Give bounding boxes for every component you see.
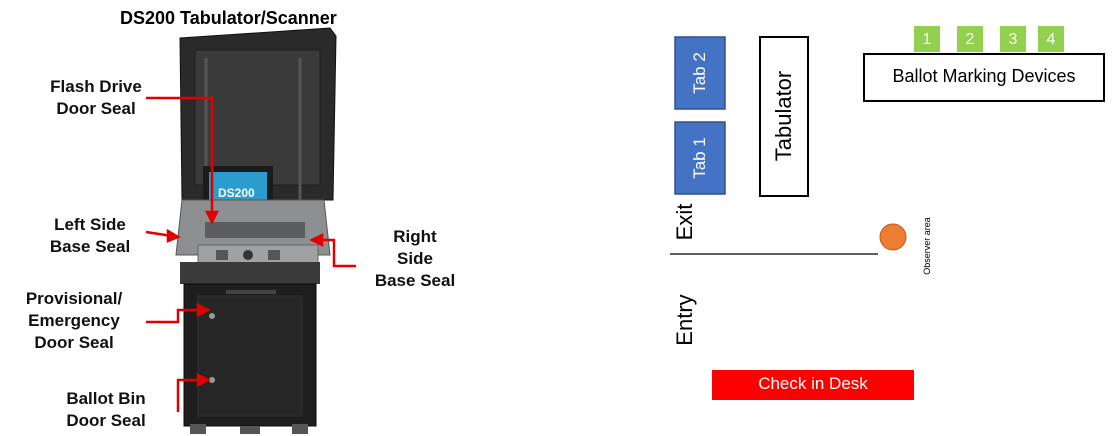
flash-drive-seal-label: Flash Drive Door Seal	[36, 76, 156, 120]
tabulator-box	[759, 36, 809, 197]
flash-line-2: Door Seal	[56, 99, 136, 118]
prov-line-3: Door Seal	[34, 333, 114, 352]
device-number-4: 4	[1038, 26, 1064, 52]
tabulator-label: Tabulator	[771, 70, 796, 162]
ds200-illustration	[145, 27, 356, 434]
left-side-seal-label: Left Side Base Seal	[30, 214, 150, 258]
right-line-3: Base Seal	[374, 271, 456, 290]
provisional-seal-arrow	[146, 302, 211, 324]
prov-line-2: Emergency	[28, 311, 120, 330]
tab-2-box	[674, 36, 726, 110]
provisional-seal-label: Provisional/ Emergency Door Seal	[4, 288, 144, 354]
left-line-1: Left Side	[54, 215, 126, 234]
ds200-title: DS200 Tabulator/Scanner	[120, 8, 337, 28]
ballot-devices-box	[863, 53, 1105, 102]
left-line-2: Base Seal	[49, 237, 131, 256]
bin-line-2: Door Seal	[66, 411, 146, 430]
right-line-1: Right	[393, 227, 437, 246]
left-side-seal-arrow	[145, 228, 181, 243]
observer-marker	[879, 223, 907, 251]
check-in-desk-label: Check in Desk	[758, 374, 868, 393]
flash-drive-seal-arrow	[146, 96, 220, 225]
bin-line-1: Ballot Bin	[66, 389, 146, 408]
ballot-devices-label: Ballot Marking Devices	[892, 66, 1076, 86]
tab-2-label: Tab 2	[690, 52, 709, 94]
right-side-seal-label: Right Side Base Seal	[360, 226, 470, 292]
prov-line-1: Provisional/	[25, 289, 123, 308]
entry-label: Entry	[672, 294, 697, 346]
tab-1-box	[674, 121, 726, 195]
exit-label: Exit	[672, 203, 697, 241]
ballot-bin-seal-arrow	[176, 372, 211, 412]
screen-brand: DS200	[218, 186, 255, 200]
scanner-cabinet-top	[180, 262, 320, 284]
observer-area-label: Observer area	[922, 217, 932, 275]
flash-line-1: Flash Drive	[50, 77, 142, 96]
ballot-bin-seal-label: Ballot Bin Door Seal	[46, 388, 166, 432]
device-number-1: 1	[914, 26, 940, 52]
device-number-3: 3	[1000, 26, 1026, 52]
check-in-desk-box	[712, 370, 914, 400]
tab-1-label: Tab 1	[690, 137, 709, 179]
right-side-seal-arrow	[309, 232, 356, 268]
device-number-2: 2	[957, 26, 983, 52]
right-line-2: Side	[397, 249, 433, 268]
